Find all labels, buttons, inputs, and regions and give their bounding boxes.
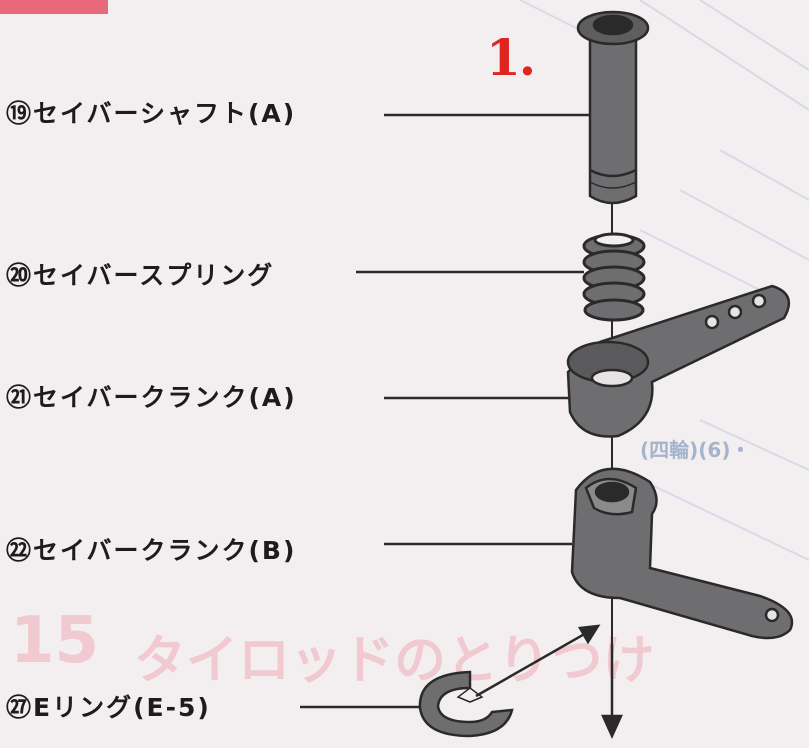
part-label-saver-shaft: ⑲セイバーシャフト(A)	[6, 99, 297, 128]
faint-section-number: 15	[10, 604, 100, 678]
step-number: 1.	[486, 28, 536, 87]
corner-color-stamp	[0, 0, 108, 14]
faint-background-note: (四輪)(6)・	[640, 438, 751, 462]
faint-section-title: タイロッドのとりつけ	[134, 631, 655, 691]
arrow-head-down	[601, 714, 623, 740]
saver-shaft-part	[576, 10, 650, 205]
e-ring-part	[418, 670, 514, 738]
part-label-saver-crank-b: ㉒セイバークランク(B)	[6, 536, 297, 565]
part-label-e-ring: ㉗Eリング(E-5)	[6, 693, 211, 722]
leader-lines	[300, 113, 592, 709]
part-label-saver-spring: ⑳セイバースプリング	[6, 261, 275, 290]
saver-crank-b-part	[570, 467, 794, 640]
part-label-saver-crank-a: ㉑セイバークランク(A)	[6, 383, 297, 412]
assembly-arrows	[475, 624, 623, 740]
arrow-head-e-ring	[577, 624, 601, 645]
saver-crank-a-part	[566, 284, 791, 438]
saver-spring-part	[582, 232, 646, 322]
